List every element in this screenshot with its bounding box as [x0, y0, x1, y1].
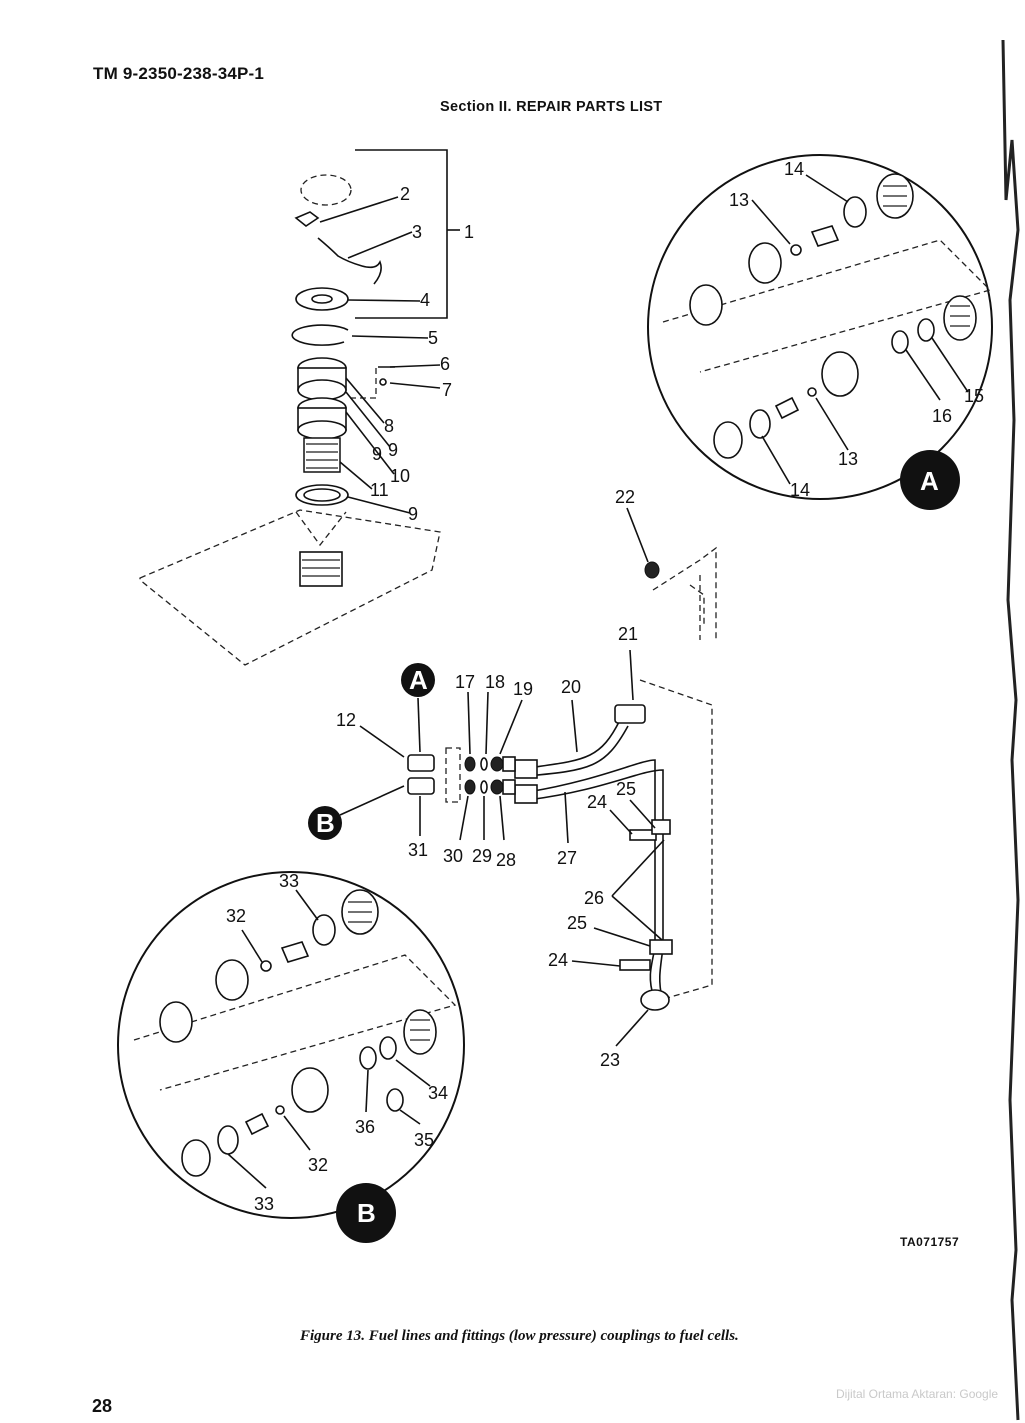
item-number: 23 — [600, 1050, 620, 1070]
fuel-line-assembly — [308, 546, 717, 1011]
item-number: 32 — [226, 906, 246, 926]
item-number: 20 — [561, 677, 581, 697]
item-number: 27 — [557, 848, 577, 868]
item-number: 36 — [355, 1117, 375, 1137]
item-number: 14 — [790, 480, 810, 500]
item-number: 28 — [496, 850, 516, 870]
detail-b-badge-label: B — [357, 1198, 376, 1228]
detail-b-circle — [117, 871, 465, 1243]
item-number: 18 — [485, 672, 505, 692]
item-number-labels: 1 2 3 4 5 6 7 8 9 10 11 12 13 14 15 16 1… — [226, 159, 984, 1214]
item-number: 5 — [428, 328, 438, 348]
item-number: 10 — [390, 466, 410, 486]
figure-caption: Figure 13. Fuel lines and fittings (low … — [300, 1328, 739, 1344]
item-number: 14 — [784, 159, 804, 179]
item-number: 33 — [279, 871, 299, 891]
drawing-code: TA071757 — [900, 1235, 960, 1249]
leader-lines-a — [751, 174, 969, 485]
item-number: 19 — [513, 679, 533, 699]
item-number: 15 — [964, 386, 984, 406]
detail-a-circle — [647, 154, 993, 510]
item-number: 31 — [408, 840, 428, 860]
item-number: 24 — [548, 950, 568, 970]
item-number: 22 — [615, 487, 635, 507]
item-number: 3 — [412, 222, 422, 242]
item-number: 17 — [455, 672, 475, 692]
detail-b-callout-label: B — [316, 808, 335, 838]
item-number: 34 — [428, 1083, 448, 1103]
detail-a-callout-label: A — [409, 665, 428, 695]
item-number: 6 — [440, 354, 450, 374]
item-number: 9 — [372, 444, 382, 464]
item-number: 13 — [729, 190, 749, 210]
item-number: 21 — [618, 624, 638, 644]
item-number: 33 — [254, 1194, 274, 1214]
item-number: 1 — [464, 222, 474, 242]
item-number: 16 — [932, 406, 952, 426]
section-title: Section II. REPAIR PARTS LIST — [440, 99, 663, 115]
detail-a-badge-label: A — [920, 466, 939, 496]
item-number: 4 — [420, 290, 430, 310]
item-number: 12 — [336, 710, 356, 730]
item-number: 7 — [442, 380, 452, 400]
document-number: TM 9-2350-238-34P-1 — [93, 64, 265, 83]
item-number: 13 — [838, 449, 858, 469]
item-number: 29 — [472, 846, 492, 866]
scan-watermark: Dijital Ortama Aktaran: Google — [836, 1387, 999, 1401]
item-number: 9 — [408, 504, 418, 524]
item-number: 30 — [443, 846, 463, 866]
item-number: 25 — [567, 913, 587, 933]
filler-assembly-drawing — [139, 149, 460, 666]
leader-lines-b — [227, 889, 431, 1189]
leader-lines-center — [339, 507, 665, 1047]
item-number: 24 — [587, 792, 607, 812]
item-number: 32 — [308, 1155, 328, 1175]
page-number: 28 — [92, 1396, 113, 1416]
item-number: 35 — [414, 1130, 434, 1150]
item-number: 8 — [384, 416, 394, 436]
item-number: 9 — [388, 440, 398, 460]
item-number: 11 — [370, 480, 389, 500]
item-number: 25 — [616, 779, 636, 799]
leader-lines-upper — [319, 196, 441, 514]
item-number: 2 — [400, 184, 410, 204]
item-number: 26 — [584, 888, 604, 908]
